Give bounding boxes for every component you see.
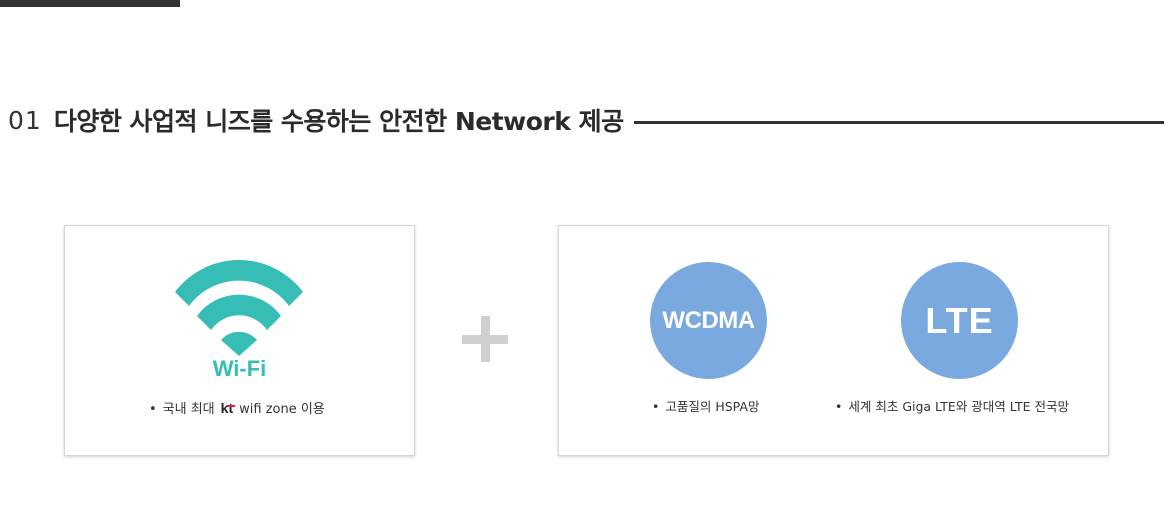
wcdma-badge: WCDMA <box>650 262 767 379</box>
wifi-caption-after: wifi zone 이용 <box>239 402 325 417</box>
kt-logo-t: t <box>228 400 234 416</box>
caption-bullet: • <box>652 399 660 414</box>
wifi-caption-before: 국내 최대 <box>162 402 215 417</box>
wifi-icon <box>175 260 303 356</box>
section-title: 다양한 사업적 니즈를 수용하는 안전한 Network 제공 <box>53 107 624 136</box>
mobile-network-card: WCDMA LTE • 고품질의 HSPA망 • 세계 최초 Giga LTE와 광… <box>558 225 1109 456</box>
section-heading: 01 다양한 사업적 니즈를 수용하는 안전한 Network 제공 <box>8 100 1164 140</box>
kt-logo: kt <box>221 400 233 416</box>
section-number: 01 <box>8 105 42 135</box>
wifi-label: Wi-Fi <box>212 356 267 381</box>
kt-logo-k: k <box>220 400 229 416</box>
plus-icon <box>462 316 510 364</box>
lte-caption-text: 세계 최초 Giga LTE와 광대역 LTE 전국망 <box>848 399 1070 414</box>
wifi-caption: • 국내 최대 kt wifi zone 이용 <box>149 398 325 417</box>
lte-badge: LTE <box>901 262 1018 379</box>
wifi-card: Wi-Fi • 국내 최대 kt wifi zone 이용 <box>64 225 415 456</box>
top-accent-bar <box>0 0 180 7</box>
wcdma-caption: • 고품질의 HSPA망 <box>652 396 759 415</box>
heading-divider <box>633 120 1164 124</box>
wcdma-caption-text: 고품질의 HSPA망 <box>665 399 760 414</box>
caption-bullet: • <box>835 399 843 414</box>
caption-bullet: • <box>149 402 157 417</box>
lte-caption: • 세계 최초 Giga LTE와 광대역 LTE 전국망 <box>835 396 1069 415</box>
